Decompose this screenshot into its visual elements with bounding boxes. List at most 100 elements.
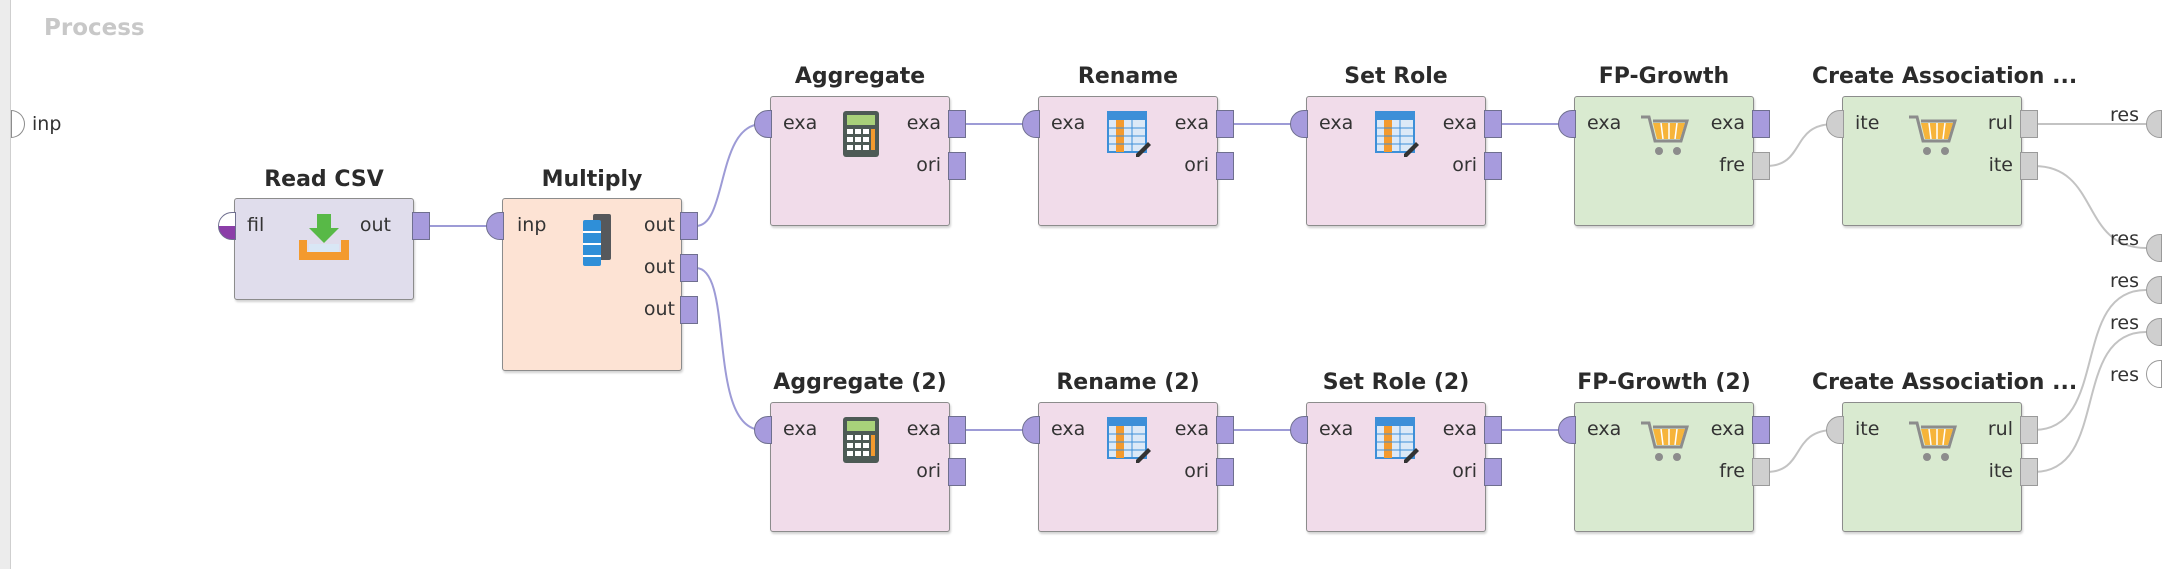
wire-createassoc2-res3[interactable] <box>2033 289 2147 431</box>
create-association-2-output-port-ite[interactable] <box>2020 458 2038 486</box>
multiply-output-port-1[interactable] <box>680 212 698 240</box>
aggregate-2-output-port-ori[interactable] <box>948 458 966 486</box>
operator-title-fp-growth-2: FP-Growth (2) <box>1577 370 1751 395</box>
wire-fpgrowth2-createassoc2[interactable] <box>1765 429 1835 473</box>
create-association-output-port-ite[interactable] <box>2020 152 2038 180</box>
port-label-exa-in: exa <box>1319 418 1354 440</box>
port-label-out-2: out <box>643 256 675 278</box>
create-association-2-output-port-rul[interactable] <box>2020 416 2038 444</box>
port-label-rul: rul <box>1987 112 2013 134</box>
set-role-2-output-port-exa[interactable] <box>1484 416 1502 444</box>
result-label-5: res <box>2110 364 2139 386</box>
operator-multiply[interactable]: inp out out out <box>502 198 682 371</box>
calculator-icon <box>843 417 879 463</box>
port-label-ite-out: ite <box>1988 460 2013 482</box>
wire-createassoc2-res4[interactable] <box>2033 331 2147 473</box>
port-label-exa-in: exa <box>1319 112 1354 134</box>
multiply-output-port-2[interactable] <box>680 254 698 282</box>
calculator-icon <box>843 111 879 157</box>
set-role-output-port-ori[interactable] <box>1484 152 1502 180</box>
port-label-out: out <box>359 214 391 236</box>
port-label-exa-in: exa <box>783 112 818 134</box>
port-label-ori: ori <box>916 154 941 176</box>
port-label-exa-out: exa <box>906 418 941 440</box>
read-csv-output-port[interactable] <box>412 212 430 240</box>
multiply-icon <box>583 214 611 266</box>
table-edit-icon <box>1375 417 1419 463</box>
read-csv-icon <box>299 214 349 260</box>
rename-2-output-port-ori[interactable] <box>1216 458 1234 486</box>
operator-fp-growth-2[interactable]: exa exa fre <box>1574 402 1754 532</box>
process-title: Process <box>44 15 145 41</box>
process-input-label: inp <box>32 113 62 135</box>
fp-growth-output-port-exa[interactable] <box>1752 110 1770 138</box>
port-label-exa-out: exa <box>1442 418 1477 440</box>
fp-growth-2-output-port-fre[interactable] <box>1752 458 1770 486</box>
shopping-cart-icon <box>1909 115 1957 155</box>
aggregate-output-port-ori[interactable] <box>948 152 966 180</box>
operator-set-role[interactable]: exa exa ori <box>1306 96 1486 226</box>
operator-title-set-role-2: Set Role (2) <box>1322 370 1470 395</box>
operator-fp-growth[interactable]: exa exa fre <box>1574 96 1754 226</box>
port-label-exa-out: exa <box>1710 112 1745 134</box>
port-label-ori: ori <box>1184 460 1209 482</box>
multiply-output-port-3[interactable] <box>680 296 698 324</box>
wire-createassoc-res2[interactable] <box>2033 165 2147 249</box>
wire-multiply-aggregate2[interactable] <box>695 267 763 431</box>
operator-set-role-2[interactable]: exa exa ori <box>1306 402 1486 532</box>
result-label-3: res <box>2110 270 2139 292</box>
aggregate-output-port-exa[interactable] <box>948 110 966 138</box>
port-label-ite-in: ite <box>1855 418 1880 440</box>
shopping-cart-icon <box>1641 421 1689 461</box>
operator-title-create-association: Create Association ... <box>1812 64 2078 89</box>
port-label-exa-out: exa <box>1174 112 1209 134</box>
port-label-exa-in: exa <box>783 418 818 440</box>
table-edit-icon <box>1107 417 1151 463</box>
operator-create-association[interactable]: ite rul ite <box>1842 96 2022 226</box>
wire-fpgrowth-createassoc[interactable] <box>1765 123 1835 167</box>
port-label-exa-out: exa <box>1174 418 1209 440</box>
result-label-4: res <box>2110 312 2139 334</box>
shopping-cart-icon <box>1909 421 1957 461</box>
operator-title-set-role: Set Role <box>1344 64 1448 89</box>
result-label-1: res <box>2110 104 2139 126</box>
port-label-rul: rul <box>1987 418 2013 440</box>
port-label-ite-out: ite <box>1988 154 2013 176</box>
operator-create-association-2[interactable]: ite rul ite <box>1842 402 2022 532</box>
port-label-ori: ori <box>1452 460 1477 482</box>
fp-growth-2-output-port-exa[interactable] <box>1752 416 1770 444</box>
operator-aggregate[interactable]: exa exa ori <box>770 96 950 226</box>
operator-aggregate-2[interactable]: exa exa ori <box>770 402 950 532</box>
operator-rename[interactable]: exa exa ori <box>1038 96 1218 226</box>
port-label-exa-in: exa <box>1051 112 1086 134</box>
port-label-ori: ori <box>1184 154 1209 176</box>
port-label-ite-in: ite <box>1855 112 1880 134</box>
port-label-exa-out: exa <box>1442 112 1477 134</box>
set-role-output-port-exa[interactable] <box>1484 110 1502 138</box>
rename-output-port-ori[interactable] <box>1216 152 1234 180</box>
operator-title-fp-growth: FP-Growth <box>1598 64 1730 89</box>
port-label-out-1: out <box>643 214 675 236</box>
operator-read-csv[interactable]: fil out <box>234 198 414 300</box>
set-role-2-output-port-ori[interactable] <box>1484 458 1502 486</box>
rename-output-port-exa[interactable] <box>1216 110 1234 138</box>
port-label-exa-out: exa <box>1710 418 1745 440</box>
operator-title-aggregate: Aggregate <box>794 64 926 89</box>
port-label-exa-in: exa <box>1587 112 1622 134</box>
operator-rename-2[interactable]: exa exa ori <box>1038 402 1218 532</box>
operator-title-read-csv: Read CSV <box>264 167 384 192</box>
port-label-inp: inp <box>517 214 547 236</box>
operator-title-multiply: Multiply <box>541 167 643 192</box>
table-edit-icon <box>1375 111 1419 157</box>
wire-multiply-aggregate[interactable] <box>695 123 763 227</box>
create-association-output-port-rul[interactable] <box>2020 110 2038 138</box>
port-label-out-3: out <box>643 298 675 320</box>
fp-growth-output-port-fre[interactable] <box>1752 152 1770 180</box>
result-label-2: res <box>2110 228 2139 250</box>
table-edit-icon <box>1107 111 1151 157</box>
port-label-exa-out: exa <box>906 112 941 134</box>
port-label-exa-in: exa <box>1051 418 1086 440</box>
shopping-cart-icon <box>1641 115 1689 155</box>
rename-2-output-port-exa[interactable] <box>1216 416 1234 444</box>
aggregate-2-output-port-exa[interactable] <box>948 416 966 444</box>
